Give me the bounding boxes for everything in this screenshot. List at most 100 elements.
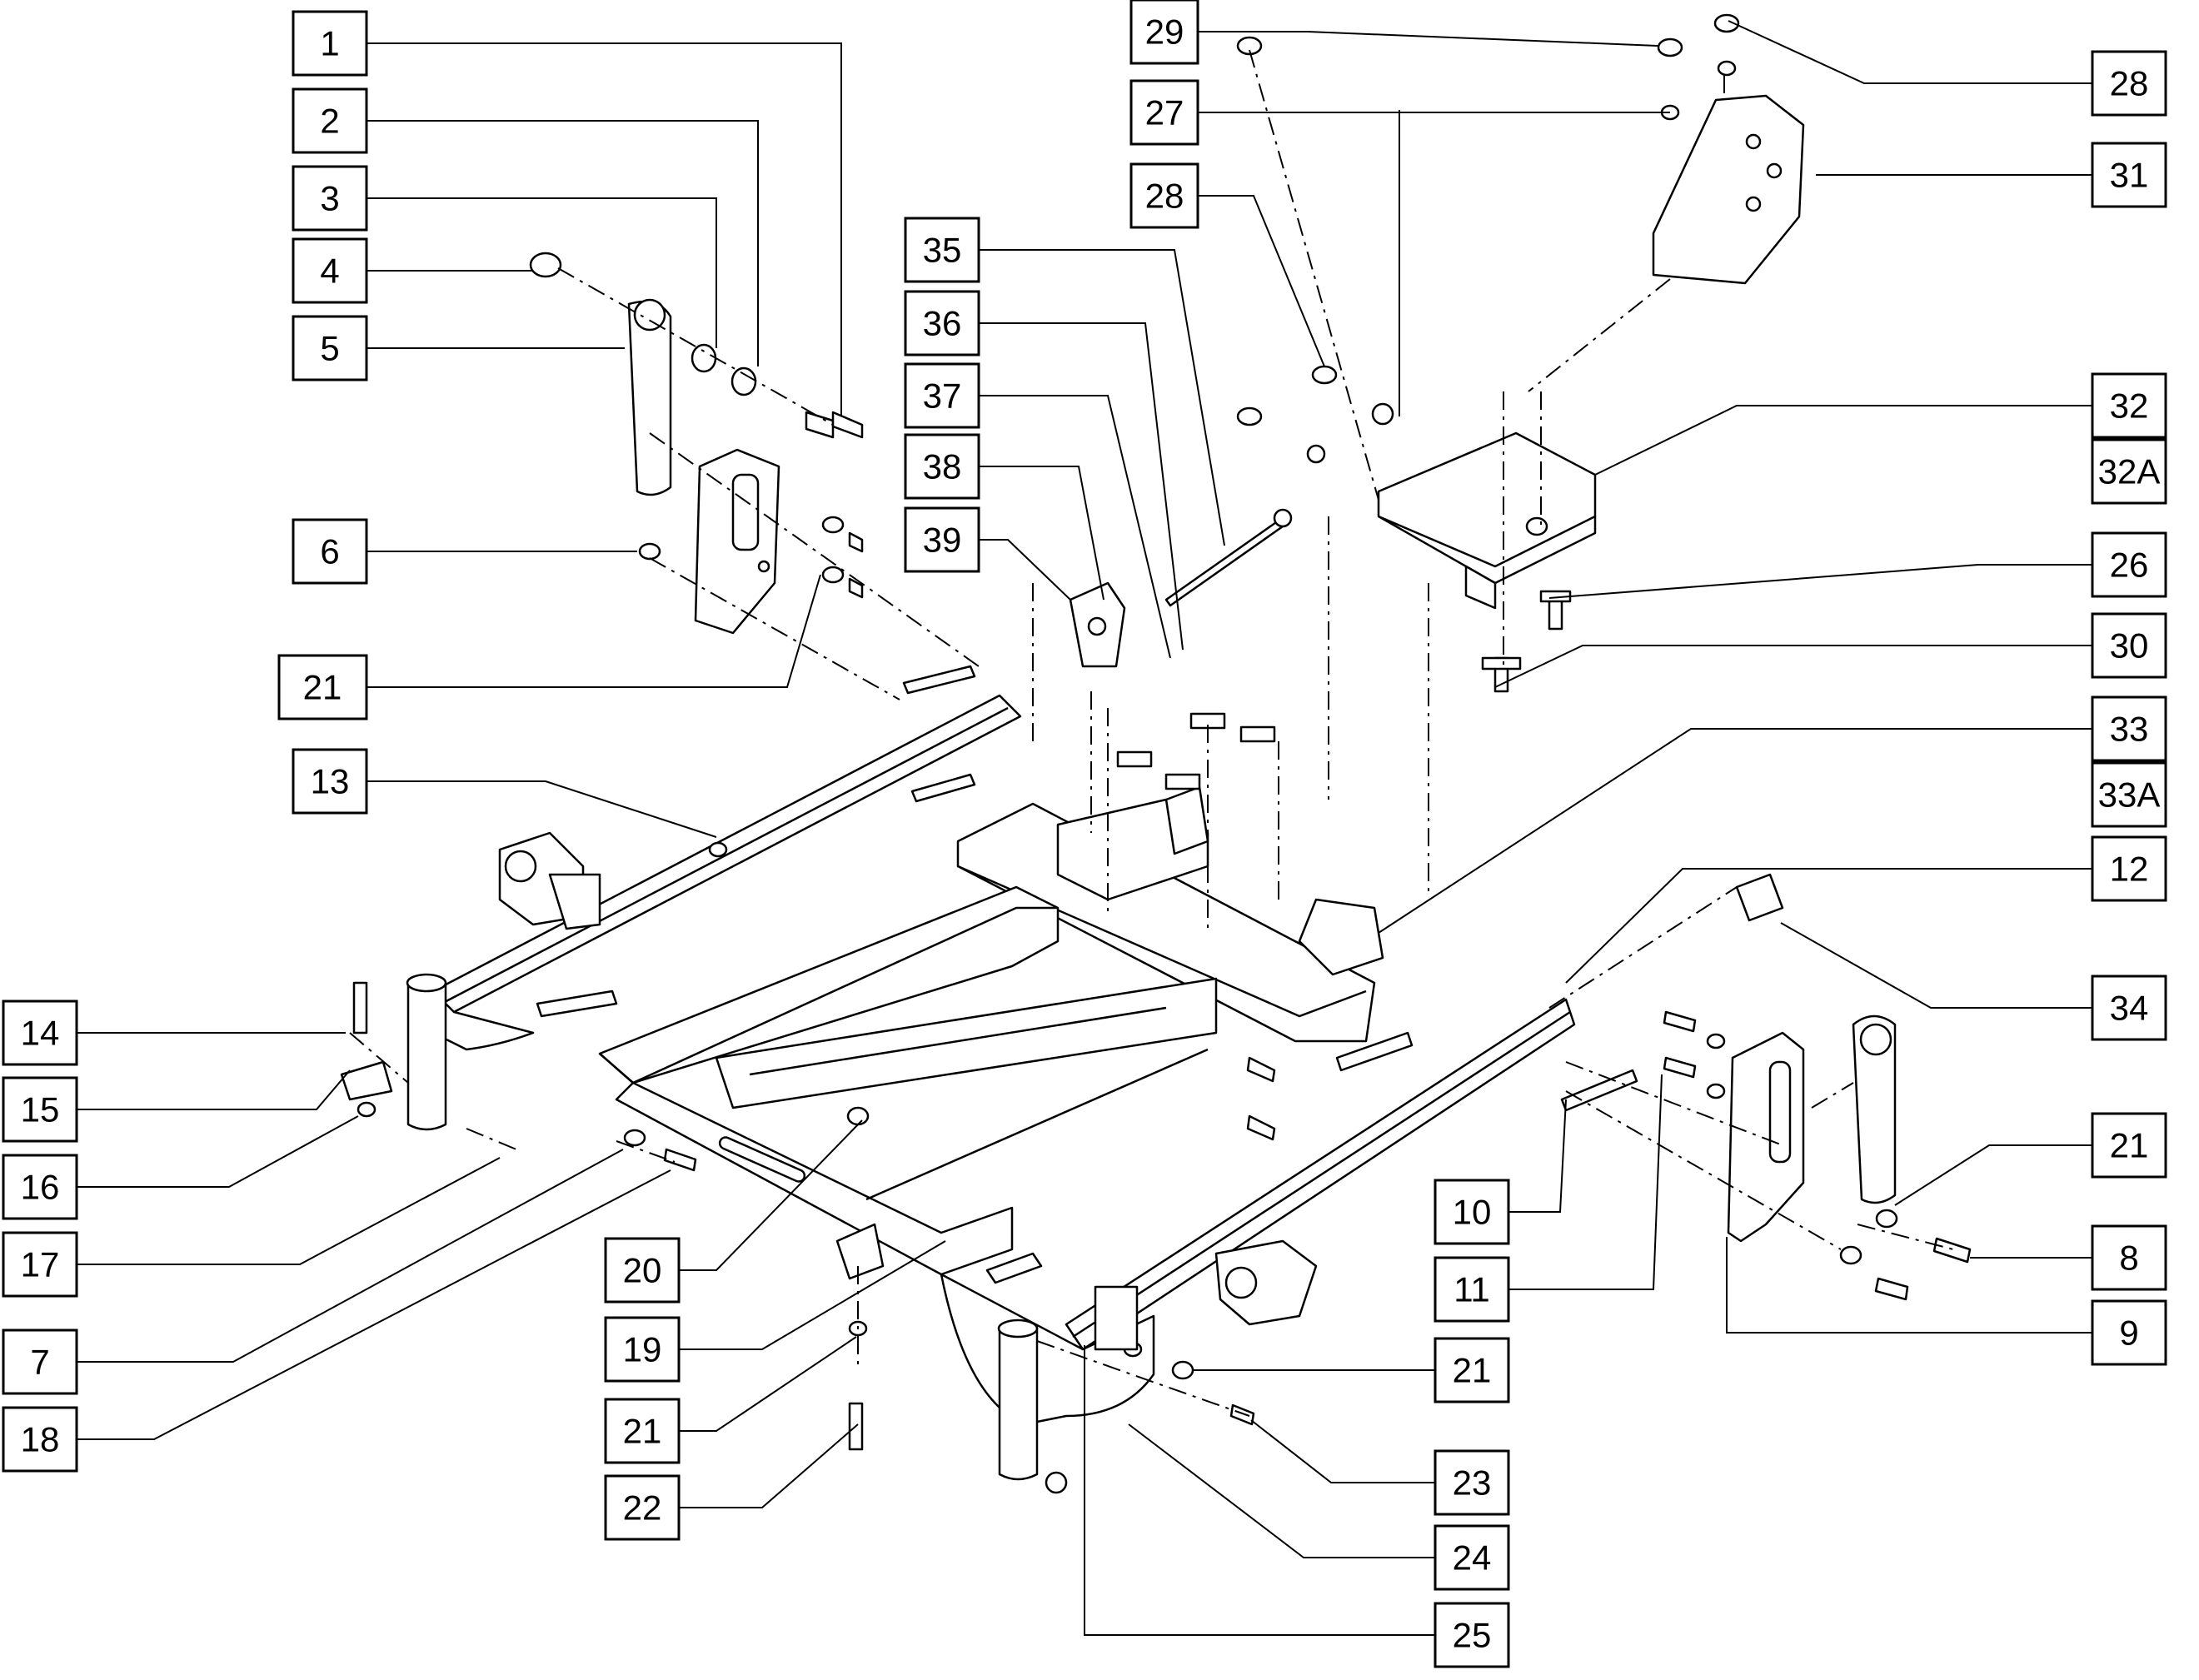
callout-21d: 21 [1434,1337,1510,1403]
washer-2 [731,366,757,396]
callout-33A: 33A [2091,761,2167,828]
callout-18-label: 18 [21,1420,60,1459]
right-arm-lever [1852,1014,1897,1204]
callout-30: 30 [2091,612,2167,679]
callout-35-label: 35 [923,231,962,270]
callout-21c-label: 21 [2110,1126,2149,1165]
callout-24-label: 24 [1453,1538,1492,1578]
front-tube-slot [718,1136,806,1183]
callout-18: 18 [2,1406,78,1473]
lower-frame-center [715,977,1218,1109]
callout-28b: 28 [2091,50,2167,117]
callout-34: 34 [2091,975,2167,1041]
callout-31-label: 31 [2110,156,2149,195]
lower-frame-left [615,1081,1014,1276]
callout-12: 12 [2091,835,2167,902]
callout-38: 38 [904,433,980,500]
callout-25: 25 [1434,1602,1510,1668]
callout-36-label: 36 [923,304,962,343]
washer-3 [691,343,717,373]
callout-32A-label: 32A [2098,452,2161,491]
callout-5: 5 [292,315,368,381]
callout-22: 22 [604,1474,681,1541]
callout-27: 27 [1129,79,1199,146]
callout-9-label: 9 [2119,1314,2138,1353]
callout-27-label: 27 [1145,93,1184,132]
callout-20-label: 20 [623,1251,662,1290]
callout-28a-label: 28 [1145,177,1184,216]
callout-2-label: 2 [320,102,339,141]
callout-5-label: 5 [320,329,339,368]
callout-22-label: 22 [623,1488,662,1528]
callout-15-label: 15 [21,1090,60,1129]
callout-33-label: 33 [2110,710,2149,749]
callout-38-label: 38 [923,447,962,486]
right-side-plate [1727,1031,1805,1243]
callout-21a-label: 21 [303,668,342,707]
callout-24: 24 [1434,1524,1510,1591]
callout-34-label: 34 [2110,989,2149,1028]
callout-13: 13 [292,748,368,815]
callout-28a: 28 [1129,162,1199,229]
callout-leaders [77,20,2092,1636]
callout-14-label: 14 [21,1014,60,1053]
hardware-items [340,13,1972,1451]
callout-3: 3 [292,165,368,232]
callout-9: 9 [2091,1299,2167,1366]
callout-26-label: 26 [2110,546,2149,585]
frame-assembly-drawing [340,13,1972,1494]
callout-39: 39 [904,506,980,573]
callout-29: 29 [1129,0,1199,65]
callout-39-label: 39 [923,521,962,560]
callout-35: 35 [904,217,980,283]
callout-15: 15 [2,1076,78,1143]
callout-7-label: 7 [30,1343,49,1382]
callout-19: 19 [604,1316,681,1383]
callout-1: 1 [292,10,368,77]
callout-26: 26 [2091,531,2167,598]
callout-23: 23 [1434,1449,1510,1516]
callout-11-label: 11 [1454,1270,1490,1309]
callout-12-label: 12 [2110,850,2149,889]
callout-19-label: 19 [623,1330,662,1369]
callout-25-label: 25 [1453,1616,1492,1655]
callout-17: 17 [2,1231,78,1298]
rear-upright-bracket [1164,785,1209,855]
callout-3-label: 3 [320,179,339,218]
callout-32-label: 32 [2110,386,2149,426]
callout-30-label: 30 [2110,626,2149,666]
right-caster-clamp [1214,1239,1318,1326]
callout-17-label: 17 [21,1245,60,1284]
callout-6-label: 6 [320,532,339,571]
callout-2: 2 [292,87,368,154]
bushing-4 [529,252,562,278]
callout-11: 11 [1434,1256,1510,1323]
callout-28b-label: 28 [2110,64,2149,103]
push-rod-35 [1164,519,1284,607]
callout-21c: 21 [2091,1112,2167,1179]
callout-16-label: 16 [21,1168,60,1207]
callout-10: 10 [1434,1179,1510,1245]
callout-4-label: 4 [320,252,339,291]
callout-14: 14 [2,1000,78,1066]
callout-29-label: 29 [1145,12,1184,52]
right-caster-stem [998,1327,1039,1481]
callout-32A: 32A [2091,438,2167,505]
callout-7: 7 [2,1329,78,1395]
mount-plate-32 [1377,431,1597,585]
callout-16: 16 [2,1154,78,1220]
callout-21a: 21 [277,654,368,720]
callout-8-label: 8 [2119,1239,2138,1278]
bracket-plate-31 [1652,94,1805,285]
callout-13-label: 13 [311,762,350,801]
assembly-axes [349,49,1954,1417]
callout-labels: 1 2 3 4 5 6 21 13 14 15 16 17 7 18 20 19… [2,0,2167,1668]
callout-37: 37 [904,362,980,429]
callout-36: 36 [904,290,980,356]
callout-31: 31 [2091,142,2167,208]
callout-6: 6 [292,518,368,585]
callout-8: 8 [2091,1224,2167,1291]
center-bracket-right [1298,898,1384,976]
callout-21b: 21 [604,1398,681,1464]
